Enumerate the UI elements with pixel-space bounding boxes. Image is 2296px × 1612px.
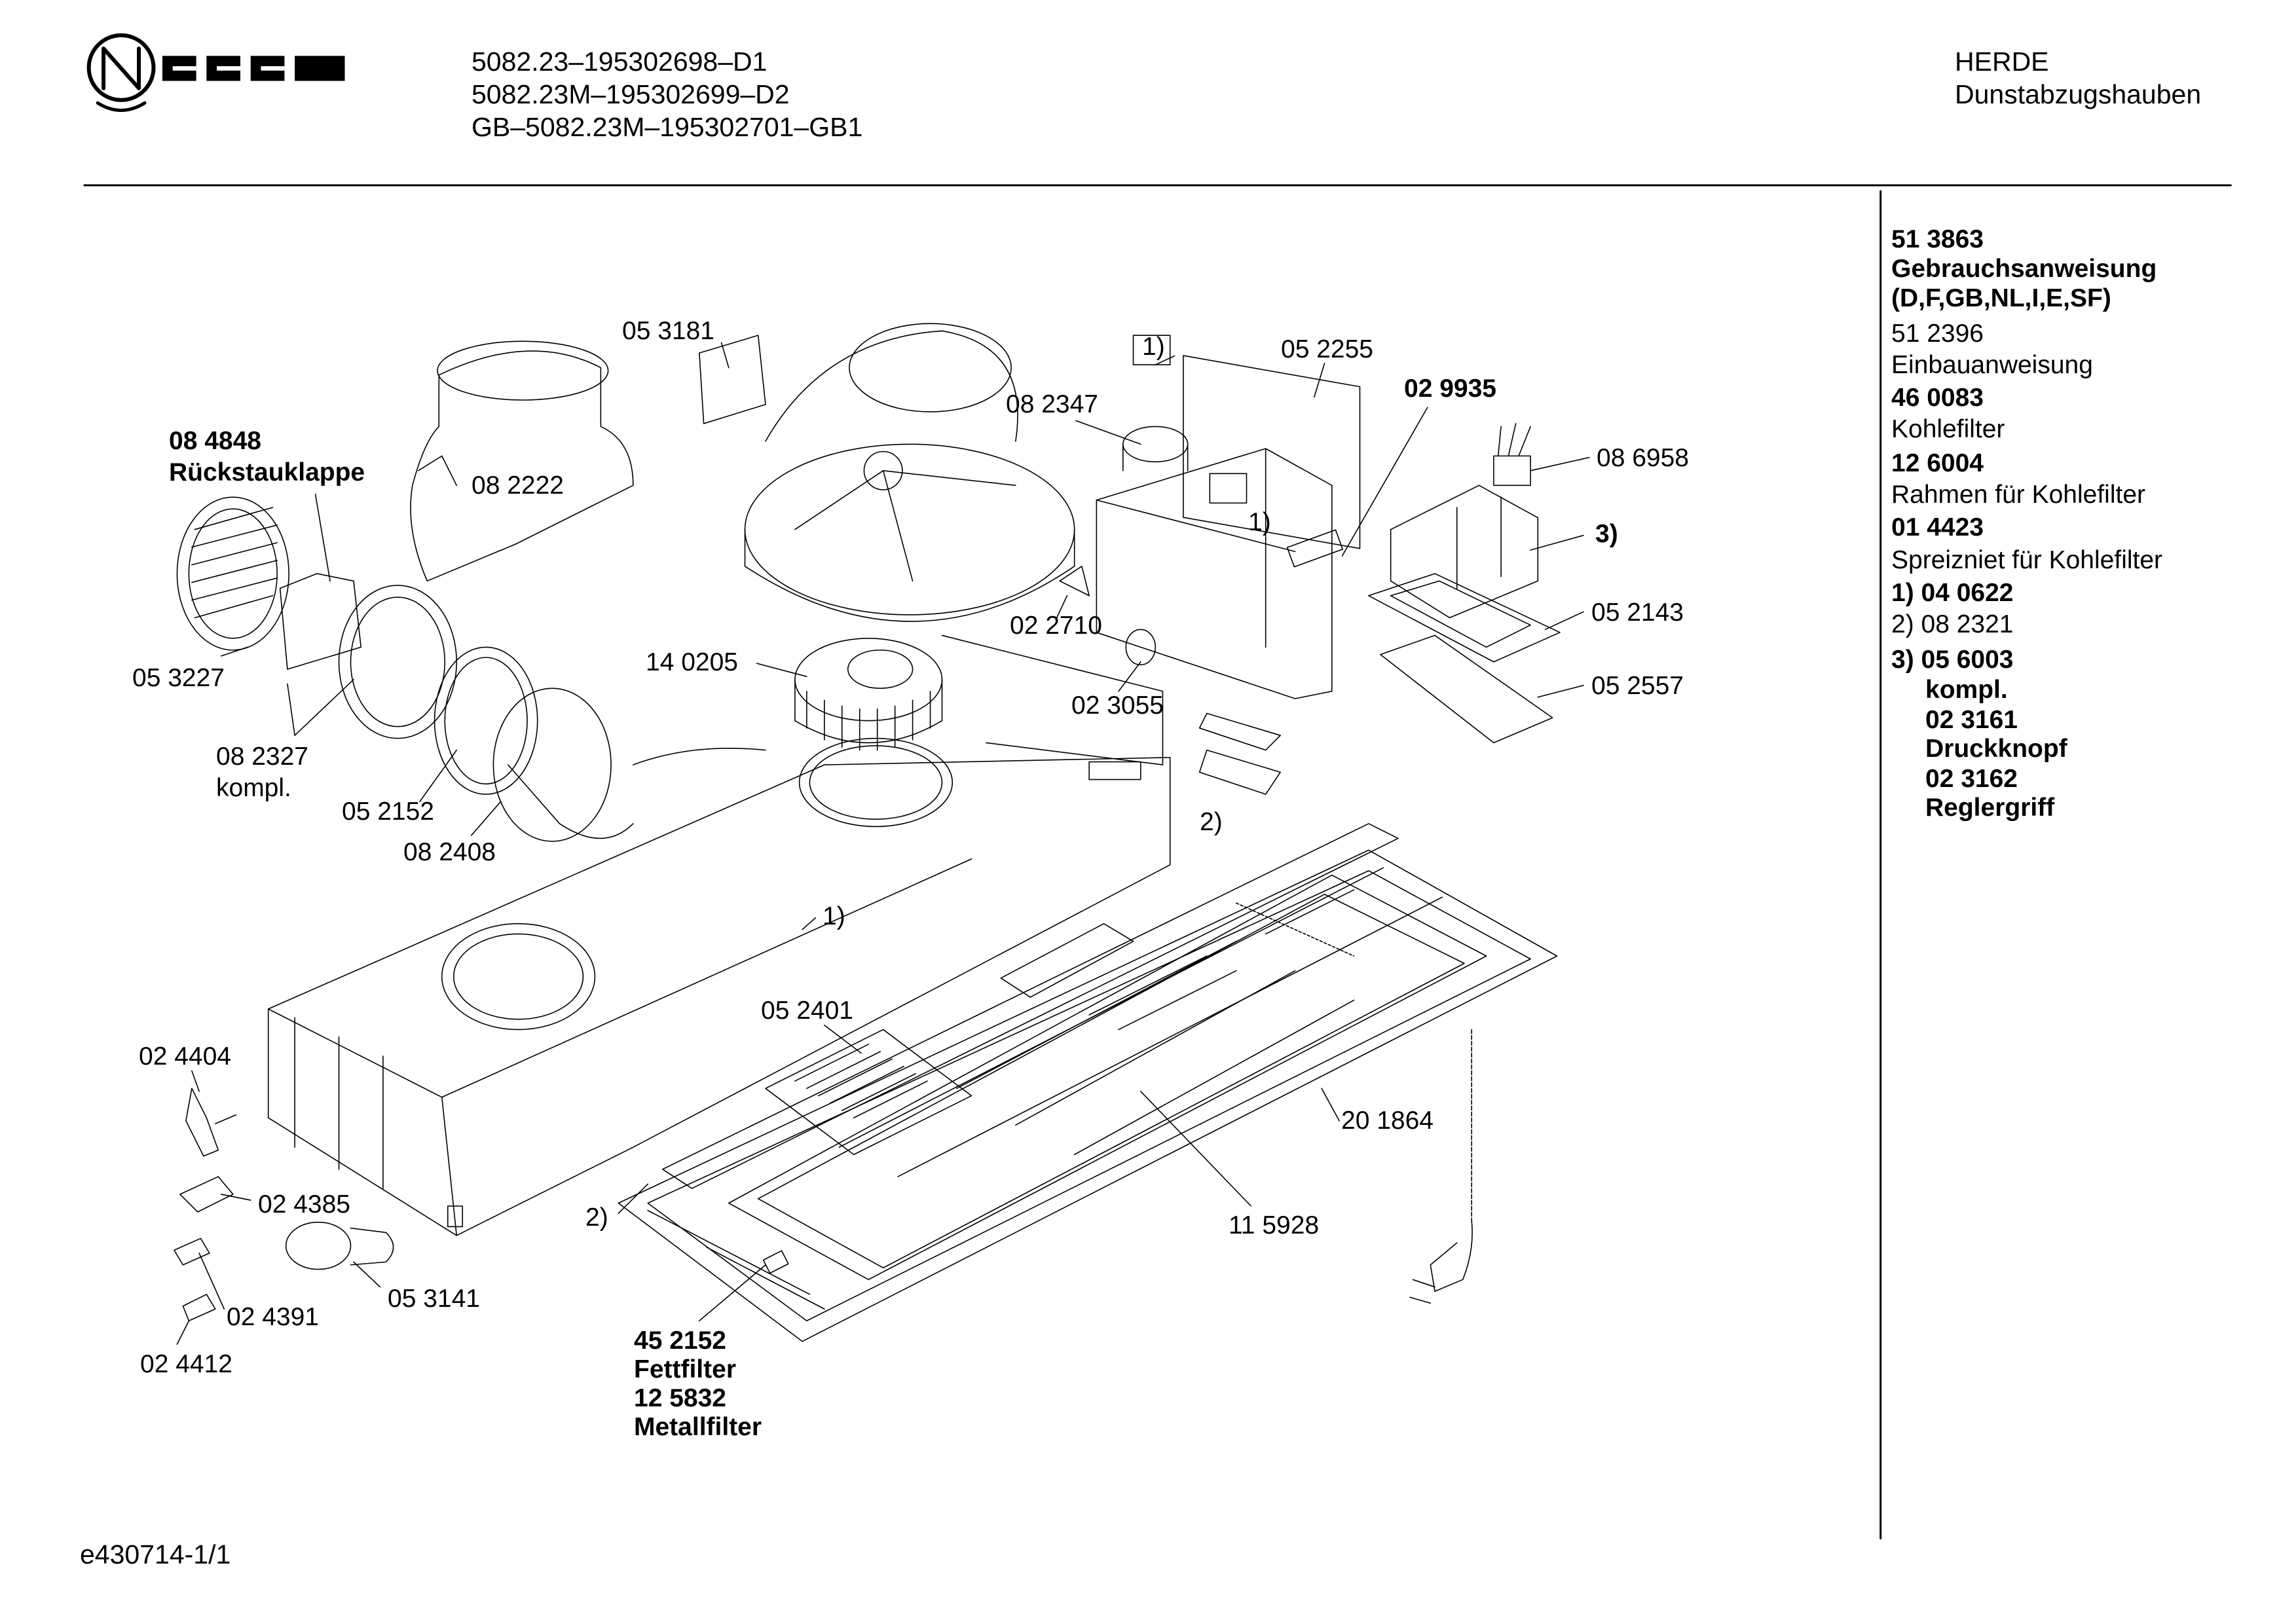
duct-rings — [339, 585, 633, 841]
control-parts — [942, 335, 1360, 794]
part-label: kompl. — [216, 774, 291, 802]
part-label: 08 6958 — [1597, 444, 1689, 472]
sidebar-entry: (D,F,GB,NL,I,E,SF) — [1891, 284, 2111, 312]
backflow-flap-part — [177, 497, 361, 669]
sidebar-entry: 02 3161 — [1925, 706, 2018, 734]
hood-housing — [268, 739, 1170, 1236]
part-label: 02 9935 — [1404, 375, 1496, 403]
part-label: 05 2152 — [342, 797, 434, 826]
part-label: 14 0205 — [646, 648, 738, 676]
part-label: 05 3141 — [388, 1285, 480, 1313]
sidebar-entry: 51 2396 — [1891, 320, 1984, 348]
sidebar-entry: 01 4423 — [1891, 513, 1984, 541]
part-label: 02 4385 — [258, 1190, 350, 1218]
sidebar-entry: kompl. — [1925, 676, 2008, 704]
sidebar-entry: Spreizniet für Kohlefilter — [1891, 546, 2163, 574]
part-label: 02 4412 — [140, 1350, 232, 1378]
sidebar-entry: 2) 08 2321 — [1891, 610, 2014, 638]
carbon-filter-assembly — [1369, 424, 1560, 742]
part-label: 1) — [823, 902, 845, 930]
sidebar-entry: 51 3863 — [1891, 225, 1984, 253]
blower-housing — [745, 323, 1075, 621]
sidebar-entry: 46 0083 — [1891, 384, 1984, 412]
sidebar-entry: Druckknopf — [1925, 735, 2067, 763]
part-label: 12 5832 — [634, 1384, 726, 1412]
part-label: 45 2152 — [634, 1327, 726, 1355]
sidebar-entry: Kohlefilter — [1891, 415, 2005, 443]
part-label: 08 2327 — [216, 742, 308, 771]
part-label: 08 2222 — [472, 471, 564, 500]
sidebar-entry: Gebrauchsanweisung — [1891, 255, 2157, 283]
part-label: 20 1864 — [1341, 1107, 1434, 1135]
sidebar-entry: 3) 05 6003 — [1891, 646, 2014, 674]
model-number-2: 5082.23M–195302699–D2 — [472, 79, 790, 109]
part-label: 2) — [585, 1203, 608, 1232]
sidebar-entry: Reglergriff — [1925, 794, 2055, 822]
product-category: Dunstabzugshauben — [1955, 79, 2202, 109]
sidebar-entry: 12 6004 — [1891, 449, 1984, 477]
part-label: Fettfilter — [634, 1355, 736, 1383]
part-label: 1) — [1248, 508, 1271, 536]
part-label: 05 2255 — [1281, 335, 1373, 363]
part-label: 08 2347 — [1006, 390, 1098, 418]
part-label: 05 3181 — [622, 317, 714, 345]
part-label: 05 3227 — [132, 664, 225, 692]
manufacturer-name: HERDE — [1955, 46, 2049, 77]
part-label: 02 4404 — [139, 1042, 231, 1071]
bracket-part — [699, 335, 766, 424]
leader-lines — [177, 342, 1589, 1344]
sidebar-entry: Rahmen für Kohlefilter — [1891, 481, 2146, 509]
power-cord — [1410, 1029, 1472, 1303]
part-label: 1) — [1142, 333, 1165, 361]
document-id: e430714-1/1 — [80, 1539, 231, 1569]
part-label: 05 2401 — [761, 997, 853, 1025]
sidebar-entry: 02 3162 — [1925, 765, 2018, 793]
small-parts — [174, 1088, 394, 1321]
filter-frames — [618, 824, 1557, 1342]
part-label: 05 2143 — [1591, 598, 1684, 627]
part-label: 02 2710 — [1010, 612, 1102, 640]
part-label: 02 3055 — [1071, 691, 1164, 720]
neff-logo — [89, 35, 345, 111]
sidebar-entry: 1) 04 0622 — [1891, 579, 2014, 607]
part-label: 08 2408 — [403, 838, 496, 866]
part-label: Metallfilter — [634, 1413, 762, 1441]
part-label: 02 4391 — [227, 1303, 319, 1331]
part-label: 11 5928 — [1229, 1211, 1320, 1239]
part-label: 05 2557 — [1591, 672, 1684, 700]
fan-wheel — [795, 638, 942, 750]
part-label: 08 4848 — [169, 427, 261, 455]
part-label: 3) — [1595, 520, 1618, 548]
model-number-1: 5082.23–195302698–D1 — [472, 46, 768, 77]
sidebar-entry: Einbauanweisung — [1891, 351, 2093, 379]
part-label: Rückstauklappe — [169, 458, 365, 486]
model-number-3: GB–5082.23M–195302701–GB1 — [472, 112, 863, 142]
duct-pipe — [411, 341, 633, 581]
part-label: 2) — [1200, 808, 1223, 836]
